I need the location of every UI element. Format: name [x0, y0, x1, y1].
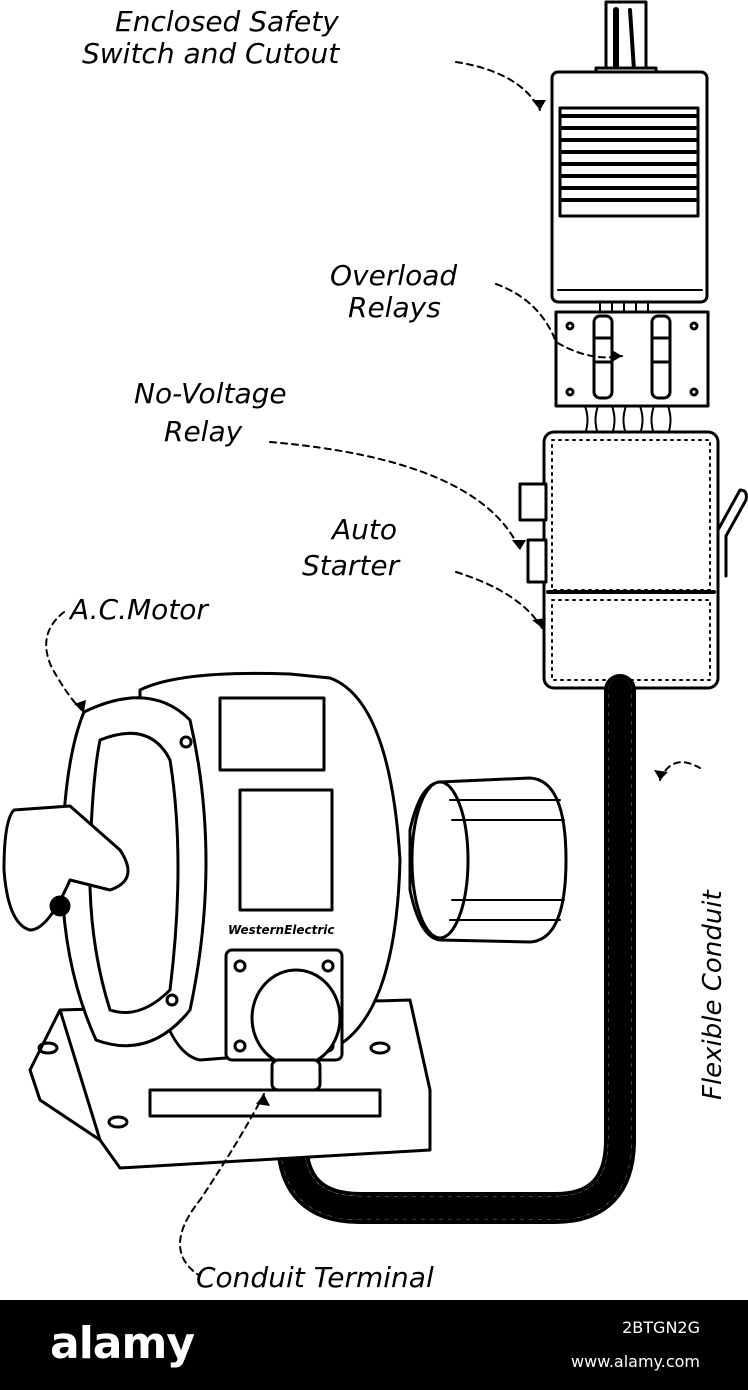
- alamy-logo: alamy: [50, 1318, 195, 1369]
- label-auto-line2: Starter: [302, 549, 400, 582]
- flexible-conduit: [276, 674, 636, 1224]
- input-cable: [594, 0, 658, 80]
- motor-pulley: [408, 776, 568, 944]
- image-code: 2BTGN2G: [622, 1318, 700, 1337]
- label-auto-line1: Auto: [332, 513, 398, 546]
- diagram-stage: WesternElectric Enclosed Safety Switch a…: [2, 0, 748, 1294]
- label-novoltage-line1: No-Voltage: [134, 377, 287, 410]
- arrow-heads: [74, 100, 668, 1106]
- label-motor: A.C.Motor: [70, 593, 208, 626]
- auto-starter-box: [518, 430, 748, 690]
- label-novoltage-line2: Relay: [164, 415, 243, 448]
- label-flexible-conduit: Flexible Conduit: [698, 890, 728, 1100]
- site-url: www.alamy.com: [571, 1352, 700, 1371]
- label-safety-switch-line2: Switch and Cutout: [82, 37, 340, 70]
- lower-wires: [584, 405, 672, 435]
- label-conduit-terminal: Conduit Terminal: [196, 1261, 434, 1294]
- label-overload-line2: Relays: [348, 291, 441, 324]
- motor-control-diagram: WesternElectric: [2, 0, 748, 1277]
- label-overload-line1: Overload: [330, 259, 458, 292]
- nameplate-text: WesternElectric: [228, 923, 335, 937]
- overload-relays-plate: [554, 310, 710, 408]
- safety-switch-box: [550, 70, 709, 304]
- motor-end-bell: [2, 696, 208, 1048]
- motor-frame: [138, 671, 402, 1092]
- label-safety-switch-line1: Enclosed Safety: [115, 5, 339, 38]
- stock-watermark-footer: alamy 2BTGN2G www.alamy.com: [0, 1300, 748, 1390]
